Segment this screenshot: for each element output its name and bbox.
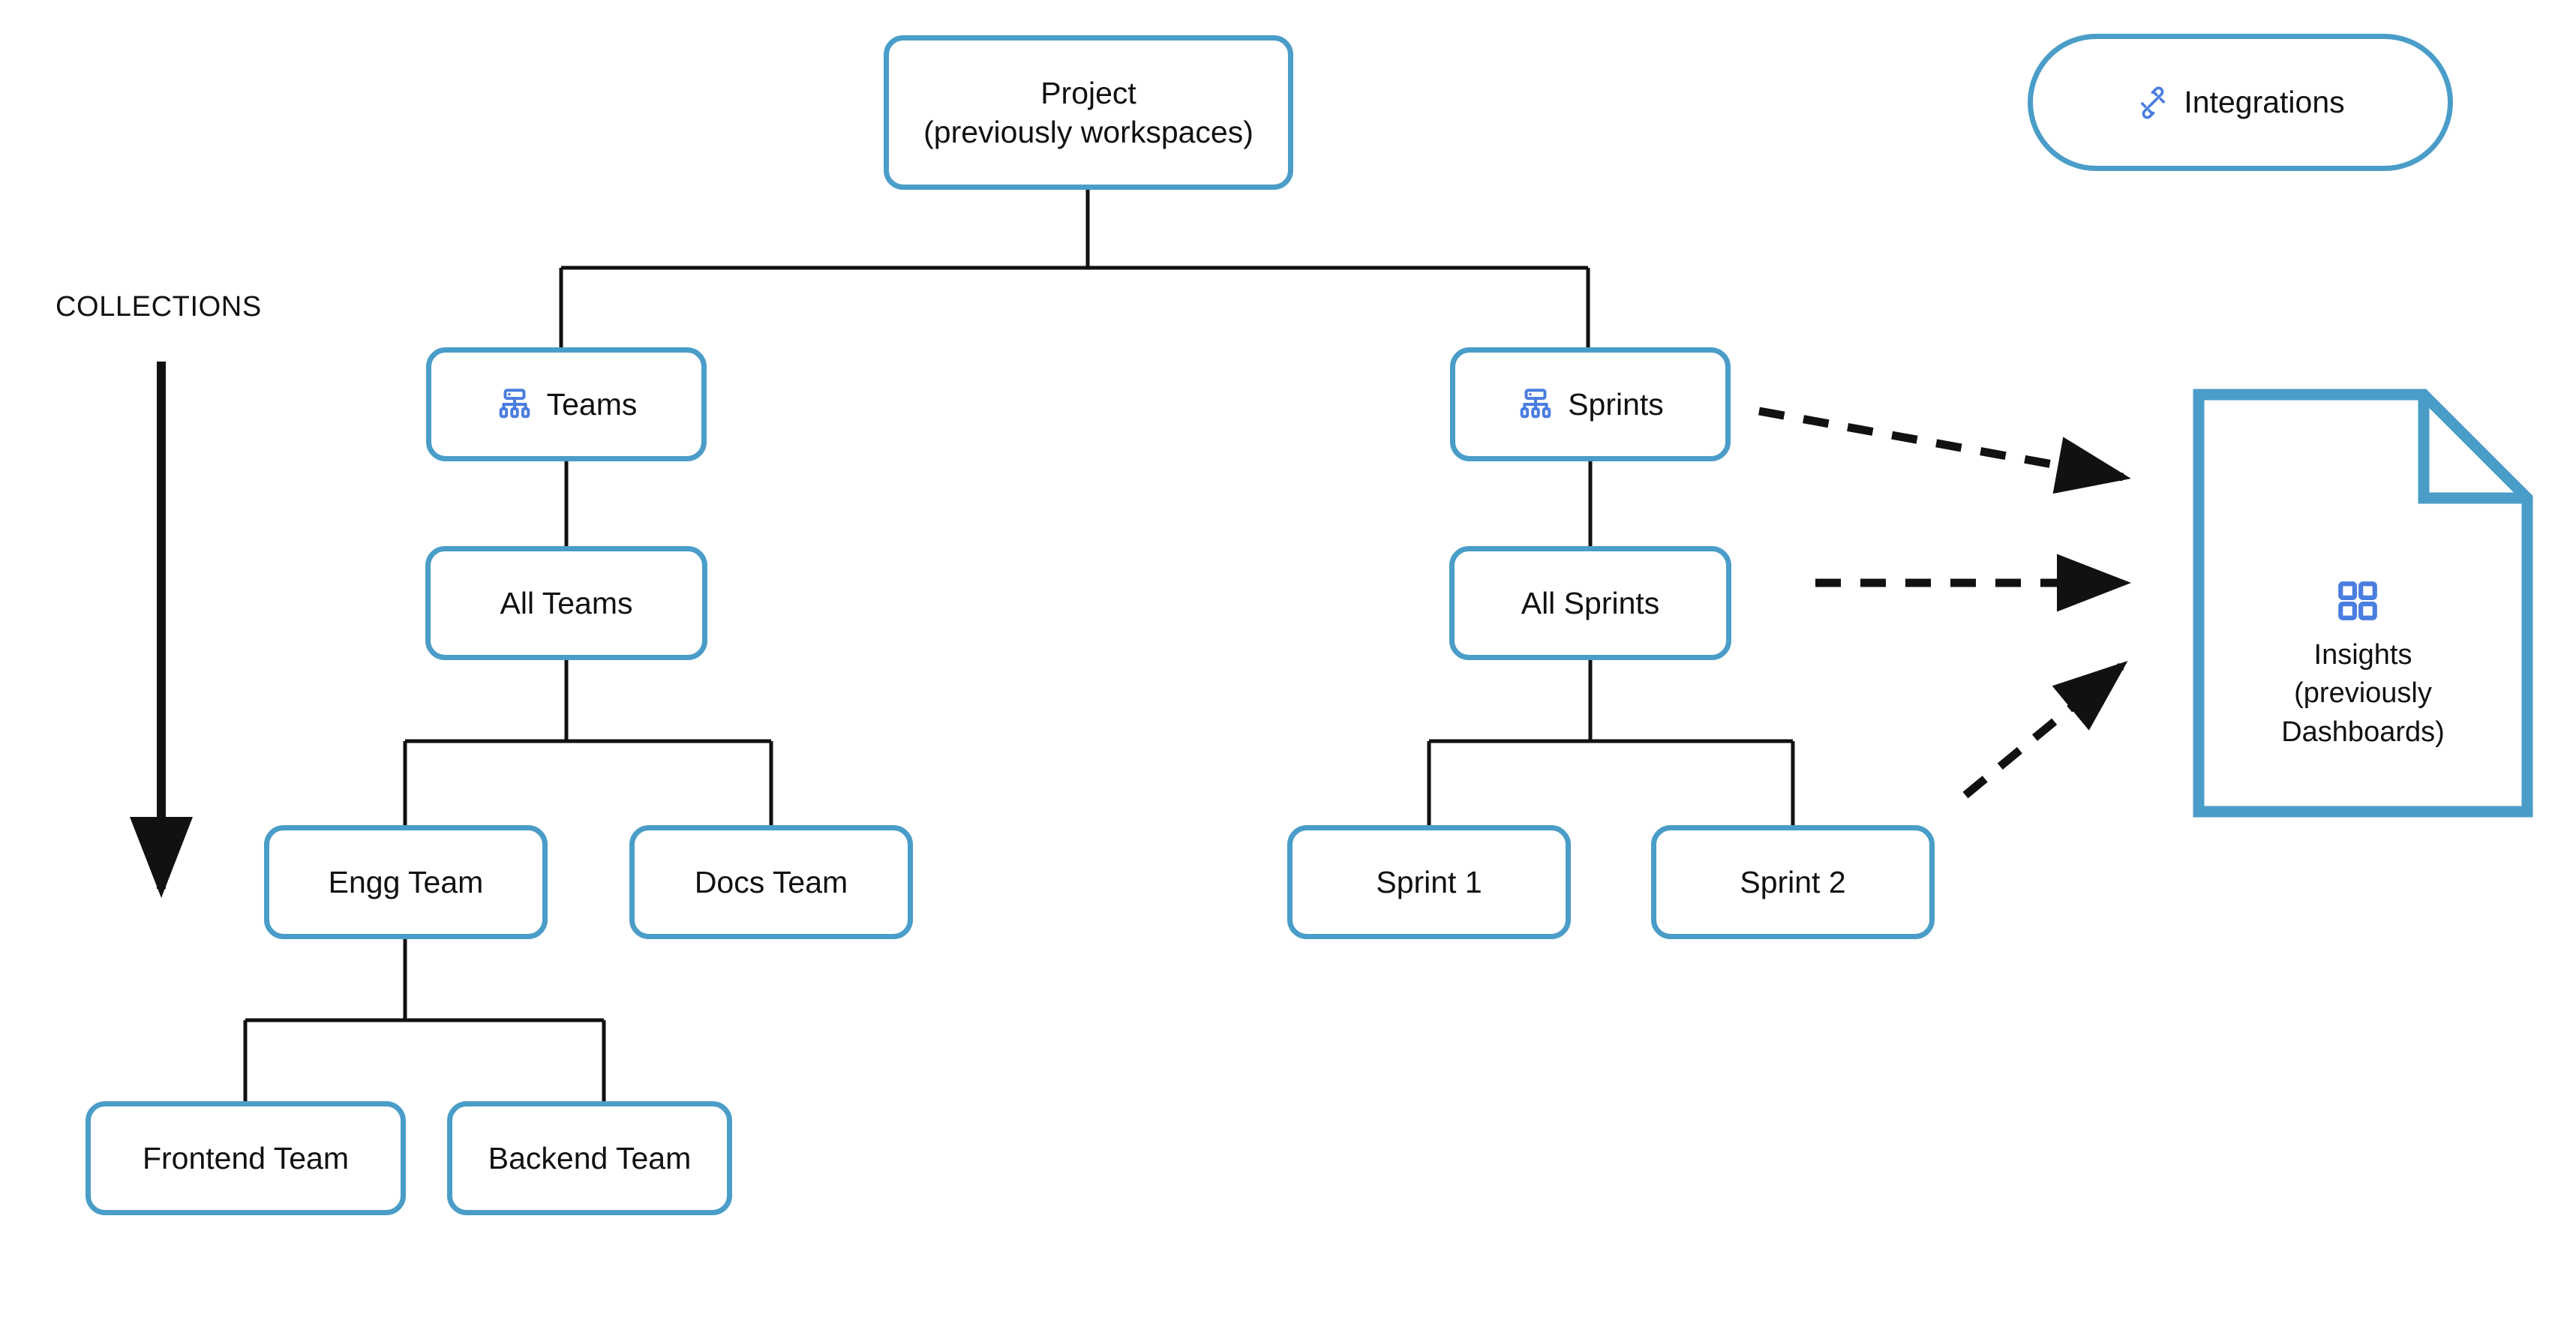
node-engg-team-label: Engg Team: [328, 864, 484, 899]
node-teams[interactable]: Teams: [426, 347, 707, 461]
node-engg-team[interactable]: Engg Team: [264, 825, 548, 939]
node-insights-label: Insights (previously Dashboards): [2281, 639, 2445, 748]
hierarchy-icon: [1517, 386, 1554, 423]
node-sprints[interactable]: Sprints: [1450, 347, 1731, 461]
node-sprint-1-label: Sprint 1: [1376, 864, 1482, 899]
grid-dashboard-icon: [2334, 578, 2381, 624]
node-integrations-label: Integrations: [2184, 85, 2345, 120]
node-all-sprints-label: All Sprints: [1521, 585, 1660, 620]
edge-sprint-2-to-insights: [1962, 660, 2128, 799]
document-fold: [2418, 395, 2527, 504]
edge-sprints-to-insights: [1758, 407, 2131, 494]
node-frontend-team-label: Frontend Team: [142, 1140, 349, 1175]
node-frontend-team[interactable]: Frontend Team: [86, 1101, 406, 1215]
node-all-teams[interactable]: All Teams: [425, 546, 707, 660]
node-sprints-label: Sprints: [1568, 386, 1664, 422]
node-project[interactable]: Project (previously workspaces): [884, 35, 1293, 190]
node-backend-team-label: Backend Team: [488, 1140, 692, 1175]
node-backend-team[interactable]: Backend Team: [447, 1101, 732, 1215]
collections-label: COLLECTIONS: [56, 291, 262, 323]
node-docs-team[interactable]: Docs Team: [629, 825, 913, 939]
hierarchy-icon: [496, 386, 533, 423]
node-sprint-1[interactable]: Sprint 1: [1287, 825, 1571, 939]
node-all-sprints[interactable]: All Sprints: [1449, 546, 1731, 660]
node-project-label: Project (previously workspaces): [923, 75, 1253, 149]
node-docs-team-label: Docs Team: [694, 864, 848, 899]
node-all-teams-label: All Teams: [500, 585, 633, 620]
node-sprint-2-label: Sprint 2: [1740, 864, 1846, 899]
plug-icon: [2136, 86, 2170, 120]
node-insights[interactable]: Insights (previously Dashboards): [2190, 386, 2535, 820]
node-teams-label: Teams: [546, 386, 638, 422]
node-integrations[interactable]: Integrations: [2028, 34, 2453, 171]
node-sprint-2[interactable]: Sprint 2: [1651, 825, 1935, 939]
